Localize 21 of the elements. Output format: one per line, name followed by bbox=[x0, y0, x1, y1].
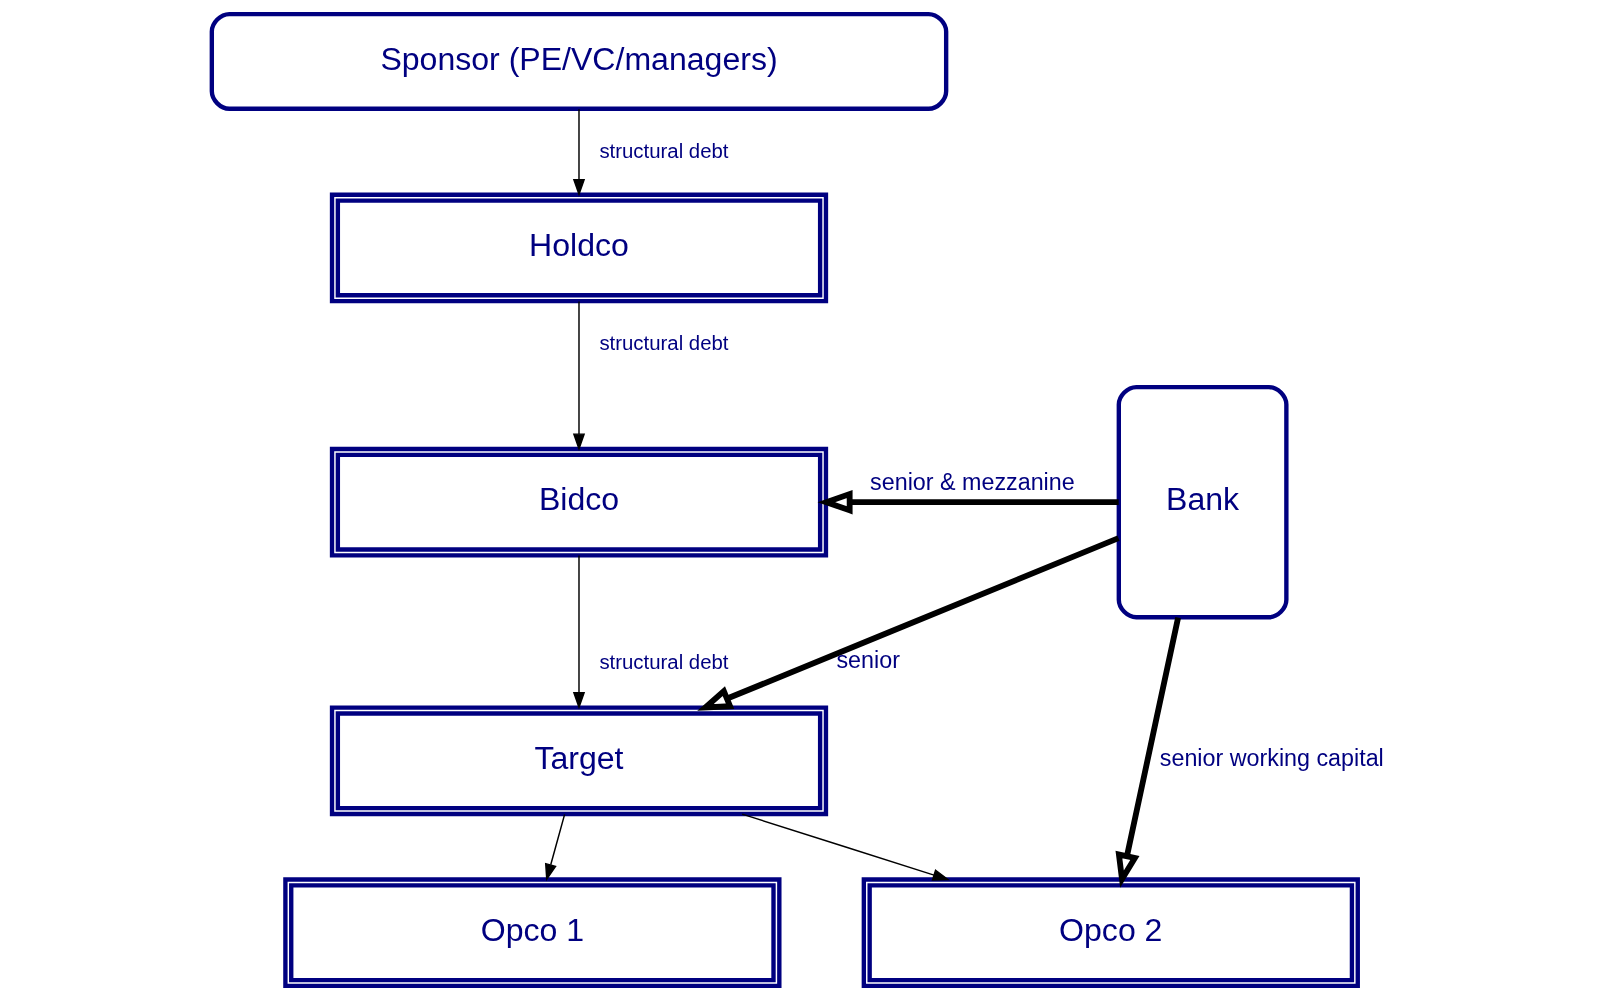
edge-label: senior & mezzanine bbox=[870, 469, 1075, 496]
node-box: Bidco bbox=[329, 446, 829, 558]
arrow bbox=[544, 813, 566, 882]
arrow bbox=[741, 813, 951, 881]
edge-label: structural debt bbox=[599, 650, 729, 673]
node-box: Sponsor (PE/VC/managers) bbox=[209, 11, 949, 111]
arrow bbox=[572, 554, 586, 710]
edge-label: senior working capital bbox=[1159, 745, 1384, 772]
edge-label: structural debt bbox=[599, 332, 729, 355]
node-box: Opco 2 bbox=[861, 877, 1360, 989]
node-box: Holdco bbox=[329, 192, 829, 304]
arrow bbox=[1115, 617, 1181, 888]
node-box: Bank bbox=[1116, 384, 1289, 620]
arrow bbox=[697, 535, 1120, 711]
edge-label: structural debt bbox=[599, 139, 729, 162]
node-box: Target bbox=[329, 705, 829, 817]
arrow bbox=[817, 489, 1119, 515]
arrow bbox=[572, 300, 586, 451]
edge-label: senior bbox=[836, 646, 900, 673]
arrow bbox=[572, 108, 586, 197]
node-box: Opco 1 bbox=[283, 877, 782, 989]
